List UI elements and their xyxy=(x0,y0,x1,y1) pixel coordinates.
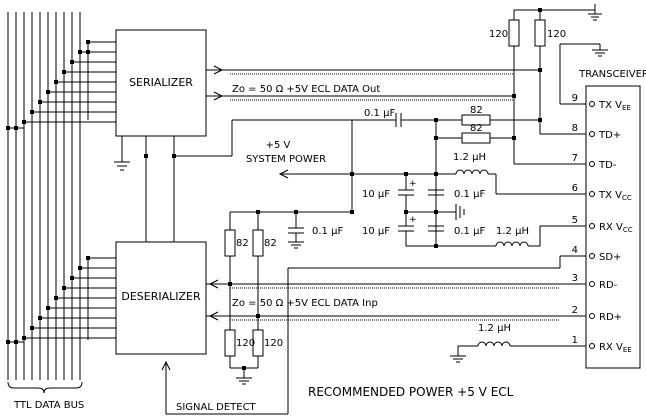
ecl-in-label: Zo = 50 Ω +5V ECL DATA Inp xyxy=(232,298,378,309)
bus-junctions xyxy=(6,40,90,130)
transceiver-pin-markers xyxy=(589,101,595,349)
pin-number: 4 xyxy=(572,245,578,256)
pin-number: 3 xyxy=(572,273,578,284)
c01-mid1-label: 0.1 µF xyxy=(454,189,485,200)
plus-mark-1: + xyxy=(409,179,417,189)
signal-detect-label: SIGNAL DETECT xyxy=(176,402,257,413)
c01-mid2-label: 0.1 µF xyxy=(454,226,485,237)
pin-label: TD- xyxy=(598,160,617,171)
r-top-1-label: 120 xyxy=(489,29,508,40)
pin-number: 7 xyxy=(572,153,578,164)
power-label-2: SYSTEM POWER xyxy=(246,154,326,165)
pin-label: SD+ xyxy=(599,252,621,263)
resistor-82-c xyxy=(224,229,236,257)
ecl-in-lines xyxy=(206,279,586,321)
signal-detect-path xyxy=(161,255,586,415)
transceiver-ground-icon xyxy=(559,43,608,105)
pin-number: 6 xyxy=(572,183,578,194)
serializer-label: SERIALIZER xyxy=(129,76,193,89)
pin-number: 1 xyxy=(572,335,578,346)
c10-2-label: 10 µF xyxy=(362,226,390,237)
resistor-120-a xyxy=(508,19,520,47)
r-td-2-label: 82 xyxy=(470,123,483,134)
system-power-rail xyxy=(278,169,436,179)
pin-number: 2 xyxy=(572,305,578,316)
resistor-82-b xyxy=(461,132,491,144)
ttl-bus-label: TTL DATA BUS xyxy=(13,400,84,411)
transceiver-label: TRANSCEIVER xyxy=(578,69,646,80)
top-termination xyxy=(508,4,602,164)
pin-label: TD+ xyxy=(598,130,621,141)
r-rx-1-label: 82 xyxy=(236,238,249,249)
r-rx-2-label: 82 xyxy=(264,238,277,249)
pin-label: TX VCC xyxy=(598,190,632,202)
pin-label: RD- xyxy=(599,280,618,291)
c01-left-label: 0.1 µF xyxy=(312,226,343,237)
l3-label: 1.2 µH xyxy=(478,323,511,334)
deserializer-block xyxy=(115,241,207,355)
pin-label: RX VEE xyxy=(599,342,632,354)
c-top-label: 0.1 µF xyxy=(364,108,395,119)
pin-number: 5 xyxy=(572,215,578,226)
r-rx-4-label: 120 xyxy=(264,338,283,349)
ttl-data-bus xyxy=(7,12,83,394)
r-td-1-label: 82 xyxy=(470,105,483,116)
pin-label: RD+ xyxy=(599,312,622,323)
resistor-120-c xyxy=(224,329,236,357)
plus-mark-2: + xyxy=(409,215,417,225)
resistor-82-d xyxy=(252,229,264,257)
decoupling-bank xyxy=(398,174,465,247)
transceiver-pins: 9 TX VEE 8TD+ 7TD- 6 TX VCC 5 RX VCC 4SD+ 3RD- 2RD… xyxy=(572,93,633,354)
pin-label: RX VCC xyxy=(599,222,633,234)
deserializer-bus-lines xyxy=(8,257,116,343)
transceiver-block xyxy=(585,85,641,369)
ecl-out-lines xyxy=(206,65,540,101)
resistor-120-b xyxy=(534,19,546,47)
l1-label: 1.2 µH xyxy=(453,152,486,163)
bus-junctions-2 xyxy=(6,256,90,344)
inductor-tx-vcc xyxy=(436,169,586,195)
power-label-1: +5 V xyxy=(266,140,291,151)
inductor-rx-vee xyxy=(450,341,586,363)
ecl-out-label: Zo = 50 Ω +5V ECL DATA Out xyxy=(232,84,380,95)
pin-number: 9 xyxy=(572,93,578,104)
serializer-block xyxy=(115,29,207,137)
serializer-bus-lines xyxy=(8,41,116,129)
deserializer-label: DESERIALIZER xyxy=(121,290,201,303)
footer-label: RECOMMENDED POWER +5 V ECL xyxy=(308,385,514,399)
serializer-ground-icon xyxy=(114,136,130,171)
pin-label: TX VEE xyxy=(598,100,631,112)
c10-1-label: 10 µF xyxy=(362,189,390,200)
r-top-2-label: 120 xyxy=(547,29,566,40)
r-rx-3-label: 120 xyxy=(236,338,255,349)
l2-label: 1.2 µH xyxy=(496,226,529,237)
pin-number: 8 xyxy=(572,123,578,134)
inductor-rx-vcc xyxy=(436,225,586,247)
